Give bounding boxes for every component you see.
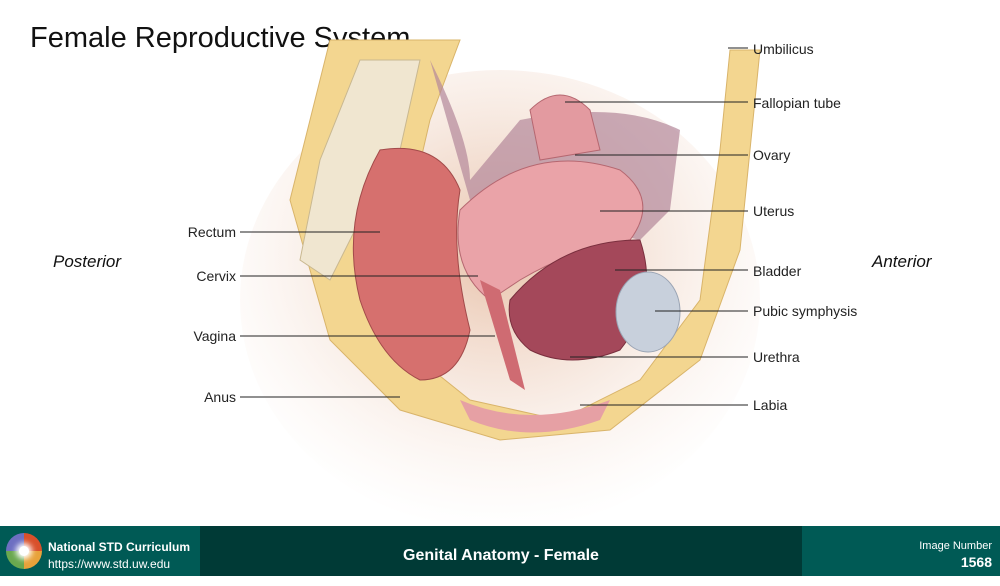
image-number: 1568 [960,554,992,570]
curriculum-logo-icon [6,533,42,569]
labia-shape [460,400,610,433]
org-name: National STD Curriculum [48,540,191,554]
label-ovary: Ovary [753,147,791,163]
label-cervix: Cervix [196,268,236,284]
image-caption: Genital Anatomy - Female [200,526,802,576]
posterior-label: Posterior [53,252,122,271]
vagina-shape [480,280,525,390]
footer-brand[interactable]: National STD Curriculum https://www.std.… [0,526,200,576]
label-pubic-symphysis: Pubic symphysis [753,303,858,319]
rectum-shape [352,147,471,381]
label-rectum: Rectum [187,224,236,240]
sacrum [299,59,421,281]
label-umbilicus: Umbilicus [753,41,814,57]
image-number-label: Image Number [919,540,992,552]
anatomy-illustration [240,39,761,526]
label-urethra: Urethra [753,349,800,365]
label-anus: Anus [204,389,236,405]
label-uterus: Uterus [753,203,795,219]
label-bladder: Bladder [753,263,802,279]
image-number-panel: Image Number 1568 [802,526,1000,576]
pubic-symphysis-shape [615,271,681,353]
label-labia: Labia [753,397,788,413]
fallopian-tube-shape [529,94,601,161]
label-vagina: Vagina [193,328,236,344]
footer: National STD Curriculum https://www.std.… [0,526,1000,576]
label-fallopian-tube: Fallopian tube [753,95,841,111]
org-url[interactable]: https://www.std.uw.edu [48,557,171,571]
anterior-label: Anterior [872,252,932,271]
leader-lines [240,47,748,406]
